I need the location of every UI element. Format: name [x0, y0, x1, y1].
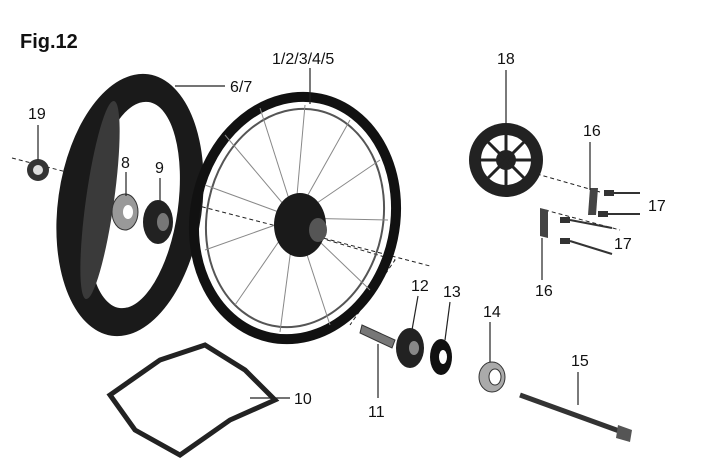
- spoked-wheel: [188, 91, 402, 345]
- callout-18: 18: [497, 51, 515, 68]
- callout-13: 13: [443, 284, 461, 301]
- callout-9: 9: [155, 160, 164, 177]
- seal: [430, 339, 452, 375]
- callout-rim-assembly: 1/2/3/4/5: [272, 51, 334, 68]
- axis-line-lower: [299, 231, 396, 326]
- callout-8: 8: [121, 155, 130, 172]
- leader-lines: [37, 68, 591, 405]
- axle: [519, 392, 632, 442]
- callout-16-bottom: 16: [535, 283, 553, 300]
- callout-17-bottom: 17: [614, 236, 632, 253]
- bracket-top: [588, 188, 598, 215]
- rim-strip: [106, 342, 280, 458]
- figure-title: Fig.12: [20, 31, 78, 53]
- axle-nut: [27, 159, 49, 181]
- callout-10: 10: [294, 391, 312, 408]
- bolts: [560, 190, 640, 255]
- spacer-right: [478, 361, 506, 393]
- bearing-right: [396, 328, 424, 368]
- callout-17-top: 17: [648, 198, 666, 215]
- sleeve: [359, 324, 396, 349]
- callout-11: 11: [368, 404, 385, 421]
- brake-disc: [469, 123, 543, 197]
- callout-19: 19: [28, 106, 46, 123]
- spacer: [111, 193, 139, 231]
- bearing-left: [143, 200, 173, 244]
- callout-14: 14: [483, 304, 501, 321]
- callout-tire: 6/7: [230, 79, 252, 96]
- callout-16-top: 16: [583, 123, 601, 140]
- bracket-bottom: [540, 208, 548, 238]
- callout-15: 15: [571, 353, 589, 370]
- callout-12: 12: [411, 278, 429, 295]
